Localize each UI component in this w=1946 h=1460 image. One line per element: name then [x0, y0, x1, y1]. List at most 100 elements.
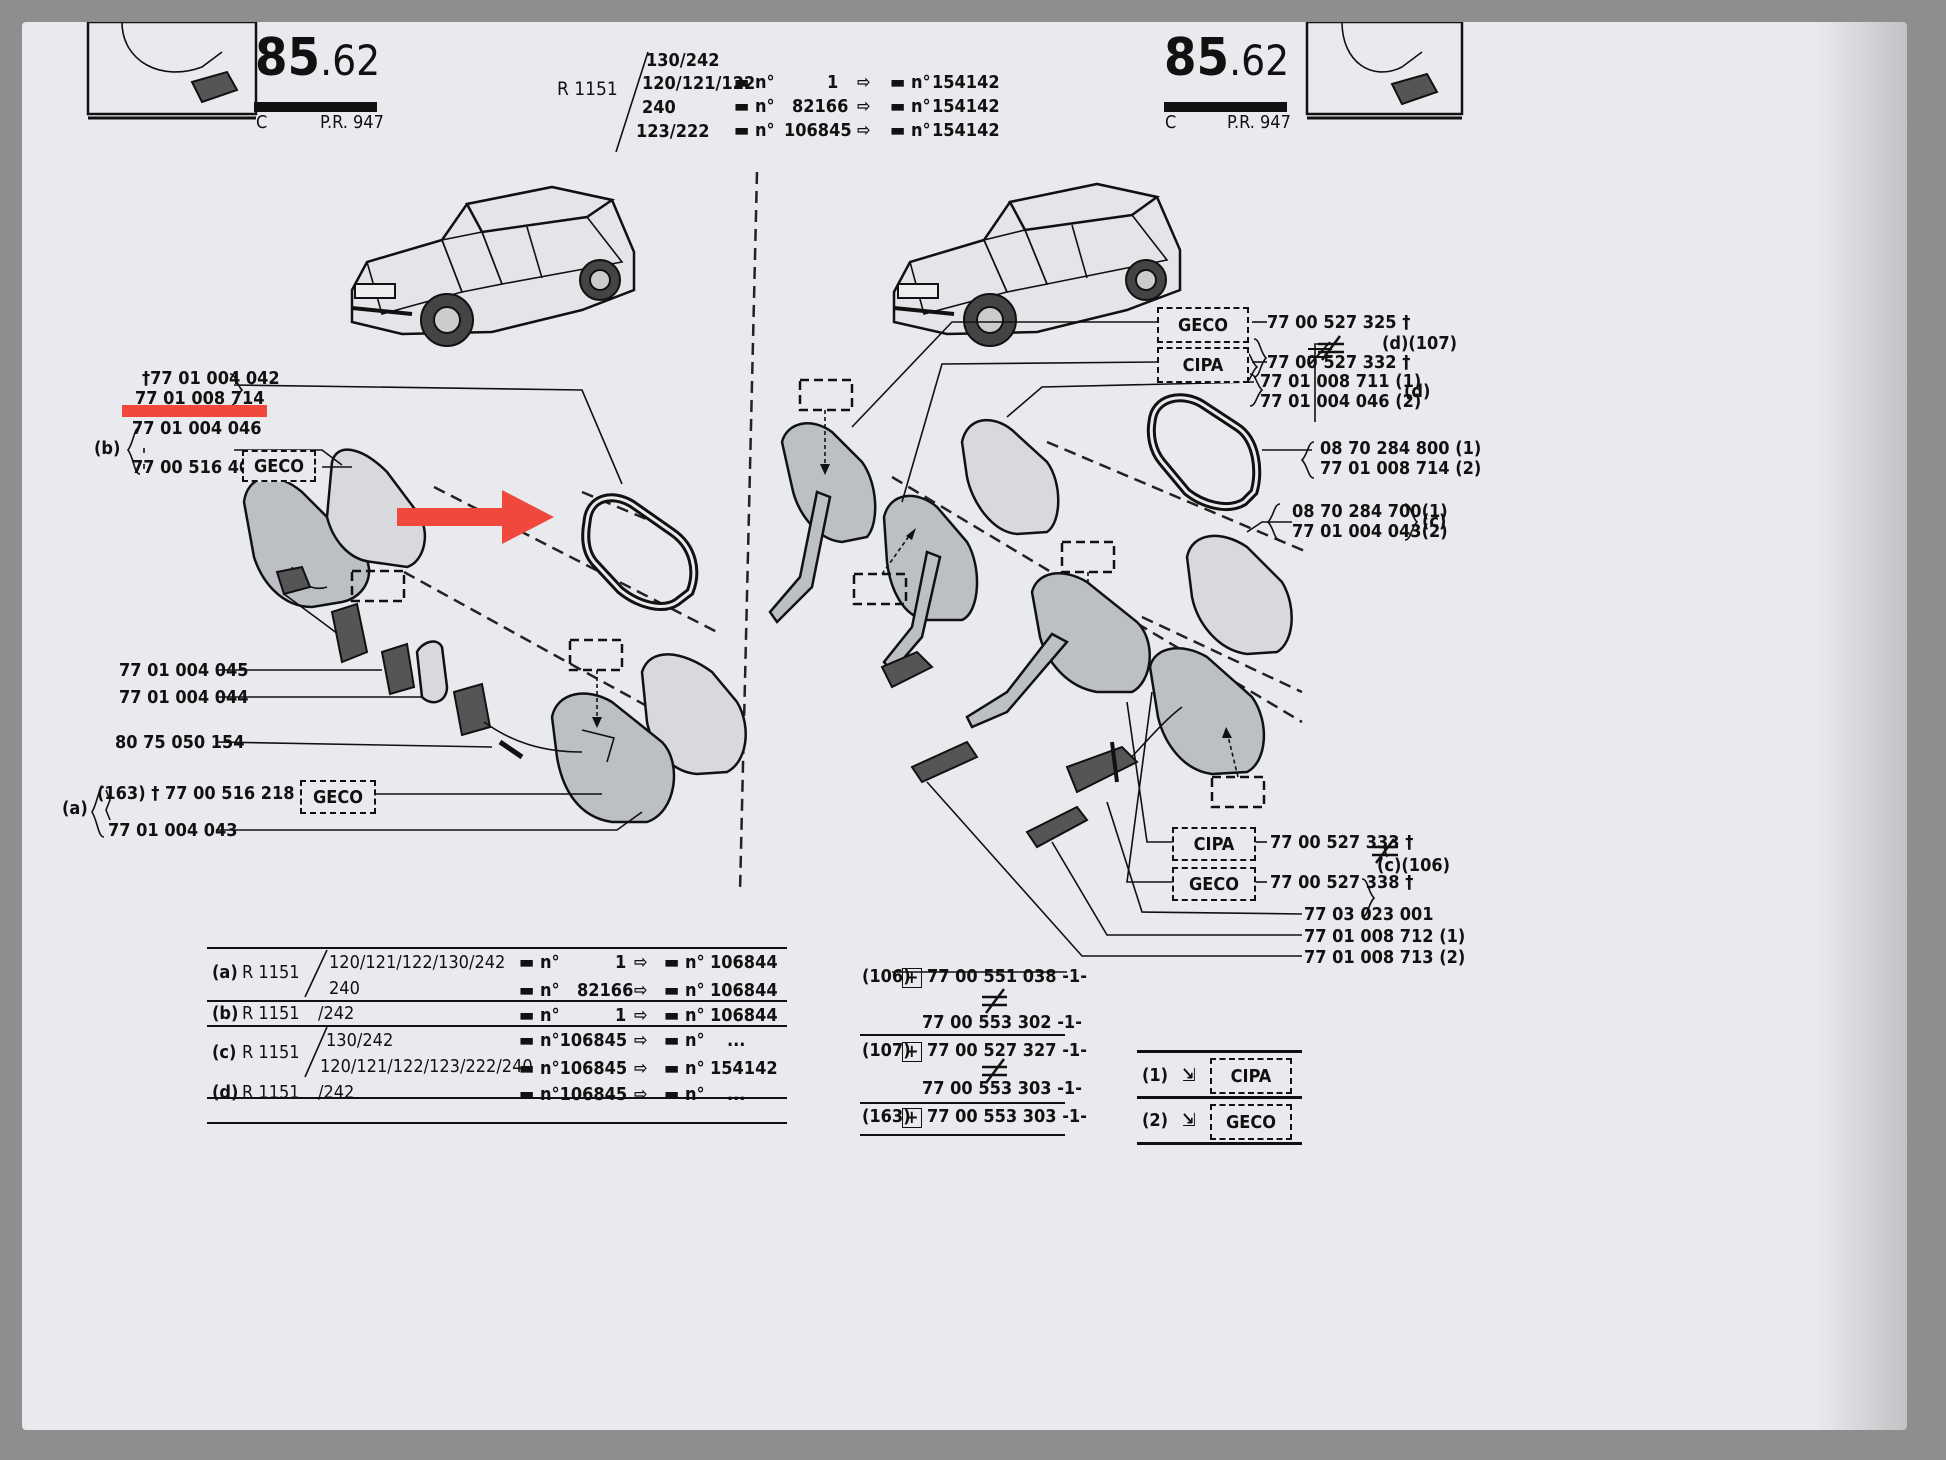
- legend-brand-geco: GECO: [1210, 1104, 1292, 1140]
- ref-tag-d107: (d)(107): [1382, 333, 1457, 354]
- note-tag-163: (163): [862, 1106, 911, 1127]
- section-letter-left: C: [256, 112, 268, 133]
- arrow-right-icon: ⇨: [634, 980, 648, 1001]
- arrow-right-icon: ⇨: [857, 72, 871, 93]
- legend-num-1: (1): [1142, 1065, 1169, 1086]
- ref-tag-c106: (c)(106): [1377, 855, 1451, 876]
- table-model: R 1151: [242, 962, 300, 983]
- header-versions-0: 130/242: [646, 50, 720, 71]
- chassis-icon: ▬: [890, 120, 906, 141]
- leader-lines-left: [105, 384, 643, 831]
- pr-number-right: P.R. 947: [1227, 112, 1291, 133]
- table-to-num: 106844: [710, 952, 778, 973]
- table-to: ▬ n°: [664, 1058, 705, 1079]
- note-part: 77 00 551 038 -1-: [927, 966, 1087, 987]
- leader-lines-right: [851, 321, 1398, 957]
- part-label-712: 77 01 008 712 (1): [1304, 926, 1466, 947]
- part-label-218: (163) † 77 00 516 218: [97, 783, 295, 804]
- part-label-405: 77 00 516 405: [132, 457, 262, 478]
- table-to-num: 154142: [710, 1058, 778, 1079]
- table-from: ▬ n°: [519, 952, 560, 973]
- table-to-num: 106844: [710, 1005, 778, 1026]
- note-part: 77 00 553 303 -1-: [922, 1078, 1082, 1099]
- table-to-num: ...: [727, 1084, 746, 1105]
- brand-box-geco-a: GECO: [300, 780, 376, 814]
- cross-icon: +: [902, 1108, 922, 1128]
- header-versions-2: 240: [642, 97, 676, 118]
- pr-number-left: P.R. 947: [320, 112, 384, 133]
- mirror-assembly-d: [768, 378, 1308, 724]
- table-versions: /242: [318, 1003, 355, 1024]
- header-row2-from: ▬ n°: [734, 96, 775, 117]
- table-to: ▬ n°: [664, 952, 705, 973]
- ref-tag-c: (c): [1422, 511, 1447, 532]
- arrow-right-icon: ⇨: [634, 952, 648, 973]
- cross-icon: +: [902, 968, 922, 988]
- chassis-icon: ▬: [890, 72, 906, 93]
- mirror-thumbnail-right: [1305, 22, 1464, 120]
- brand-box-cipa-c: CIPA: [1172, 827, 1256, 861]
- arrow-right-icon: ⇨: [634, 1030, 648, 1051]
- header-row2-to-num: 154142: [932, 96, 1000, 117]
- header-row1-to: ▬ n°: [890, 72, 931, 93]
- chassis-icon: ▬: [734, 120, 750, 141]
- chassis-icon: ▬: [519, 1030, 535, 1051]
- header-row2-from-num: 82166: [792, 96, 849, 117]
- part-label-713: 77 01 008 713 (2): [1304, 947, 1466, 968]
- mirror-assembly-a: [452, 638, 747, 824]
- table-tag: (a): [212, 962, 238, 983]
- brand-mark-icon: ⇲: [1182, 1065, 1196, 1086]
- table-from: ▬ n°: [519, 1005, 560, 1026]
- chassis-icon: ▬: [734, 72, 750, 93]
- section-letter-right: C: [1165, 112, 1177, 133]
- arrow-right-icon: ⇨: [634, 1005, 648, 1026]
- legend-brand-cipa: CIPA: [1210, 1058, 1292, 1094]
- section-code-right: 85.62: [1164, 28, 1290, 88]
- header-row3-from: ▬ n°: [734, 120, 775, 141]
- table-from-num: 1: [615, 952, 627, 973]
- chassis-icon: ▬: [664, 980, 680, 1001]
- part-label-338: 77 00 527 338 †: [1270, 872, 1414, 893]
- chassis-icon: ▬: [664, 1005, 680, 1026]
- table-from: ▬ n°106845: [519, 1058, 628, 1079]
- header-row3-to: ▬ n°: [890, 120, 931, 141]
- mirror-gasket-highlighted: [581, 493, 699, 611]
- table-from-num: 82166: [577, 980, 634, 1001]
- table-versions: 120/121/122/123/222/240: [320, 1056, 533, 1077]
- note-tag-107: (107): [862, 1040, 911, 1061]
- part-label-044: 77 01 004 044: [119, 687, 249, 708]
- header-row1-from-num: 1: [827, 72, 839, 93]
- part-label-711: 77 01 008 711 (1): [1260, 371, 1422, 392]
- table-from: ▬ n°: [519, 980, 560, 1001]
- part-label-700: 08 70 284 700(1): [1292, 501, 1448, 522]
- mirror-assembly-b: [242, 448, 449, 704]
- brand-box-geco-d: GECO: [1157, 307, 1249, 343]
- chassis-icon: ▬: [890, 96, 906, 117]
- chassis-icon: ▬: [519, 1084, 535, 1105]
- header-row2-to: ▬ n°: [890, 96, 931, 117]
- table-versions: /242: [318, 1082, 355, 1103]
- table-to: ▬ n°: [664, 1005, 705, 1026]
- table-tag: (c): [212, 1042, 237, 1063]
- chassis-icon: ▬: [664, 1030, 680, 1051]
- part-label-043: 77 01 004 043: [108, 820, 238, 841]
- header-row1-to-num: 154142: [932, 72, 1000, 93]
- part-label-001: 77 03 023 001: [1304, 904, 1434, 925]
- table-to: ▬ n°: [664, 1084, 705, 1105]
- mirror-thumbnail-left: [86, 22, 258, 120]
- part-label-042: †77 01 004 042: [142, 368, 280, 389]
- table-model: R 1151: [242, 1003, 300, 1024]
- part-label-045: 77 01 004 045: [119, 660, 249, 681]
- table-tag: (d): [212, 1082, 239, 1103]
- table-model: R 1151: [242, 1042, 300, 1063]
- table-from: ▬ n°106845: [519, 1084, 628, 1105]
- part-label-332: 77 00 527 332 †: [1267, 352, 1411, 373]
- chassis-icon: ▬: [519, 1058, 535, 1079]
- chassis-icon: ▬: [734, 96, 750, 117]
- braces: [91, 373, 1419, 838]
- table-to-num: 106844: [710, 980, 778, 1001]
- table-model: R 1151: [242, 1082, 300, 1103]
- part-label-714-2: 77 01 008 714 (2): [1320, 458, 1482, 479]
- part-label-043-2: 77 01 004 043(2): [1292, 521, 1448, 542]
- table-versions: 240: [329, 978, 360, 999]
